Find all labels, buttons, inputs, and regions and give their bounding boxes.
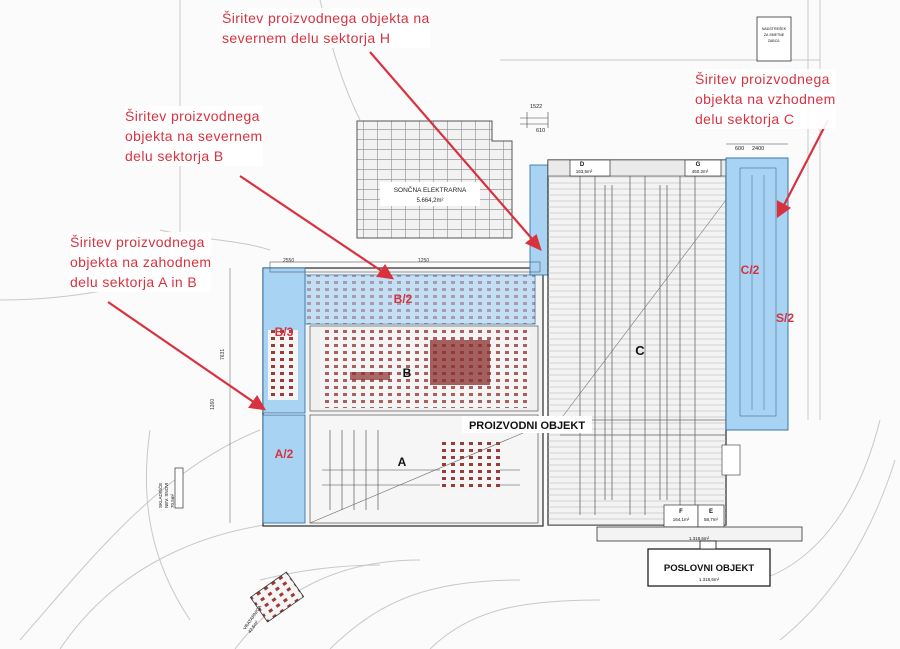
- annotation-north-b: Širitev proizvodnega objekta na severnem…: [125, 106, 263, 166]
- sector-c: C: [635, 343, 645, 358]
- sector-e: E: [709, 509, 713, 515]
- sector-g: G: [696, 162, 701, 168]
- svg-text:NEV. SNOVI: NEV. SNOVI: [164, 483, 169, 508]
- svg-text:70,5m²: 70,5m²: [170, 493, 175, 508]
- dim-7631: 7631: [220, 349, 226, 360]
- storage-label: SKLADIŠČE NEV. SNOVI 70,5m²: [157, 483, 175, 508]
- business-area-upper: 1.318,6m²: [689, 536, 710, 541]
- sector-b: B: [403, 366, 412, 380]
- e-area: 58,7m²: [704, 517, 719, 522]
- business-area: 1.318,6m²: [699, 577, 720, 582]
- dim-600: 600: [735, 146, 744, 152]
- sector-a: A: [398, 455, 407, 469]
- dim-1250: 1250: [418, 258, 429, 264]
- dim-1522: 1522: [530, 104, 542, 110]
- dim-610: 610: [536, 128, 545, 134]
- annotation-north-h: Širitev proizvodnega objekta na severnem…: [222, 8, 430, 48]
- solar-area: 5.664,2m²: [416, 198, 443, 204]
- annotation-west-ab: Širitev proizvodnega objekta na zahodnem…: [70, 232, 212, 292]
- svg-text:NADSTREŠEK: NADSTREŠEK: [762, 26, 787, 31]
- solar-plant: [356, 120, 513, 239]
- sector-b2: B/2: [394, 292, 413, 306]
- sector-d: D: [580, 162, 585, 168]
- dim-2550: 2550: [283, 258, 294, 264]
- production-building: [262, 164, 551, 527]
- solar-label: SONČNA ELEKTRARNA: [394, 185, 467, 194]
- dimension-top: [520, 112, 549, 128]
- dim-2400: 2400: [752, 146, 764, 152]
- d-area: 163,5m²: [576, 169, 593, 174]
- gatehouse: [249, 571, 305, 623]
- sector-b3: B/3: [275, 325, 294, 339]
- svg-text:ZA SMETNE: ZA SMETNE: [764, 33, 785, 37]
- hall-c: [547, 159, 727, 528]
- business-building: [596, 526, 803, 587]
- svg-text:SKLADIŠČE: SKLADIŠČE: [157, 483, 163, 508]
- svg-text:ZABOJ.: ZABOJ.: [768, 39, 781, 43]
- dim-1260: 1260: [210, 399, 216, 410]
- f-area: 164,1m²: [673, 517, 690, 522]
- sector-f: F: [679, 509, 683, 515]
- g-area: 450,2m²: [692, 169, 709, 174]
- sector-a2: A/2: [275, 447, 294, 461]
- production-label: PROIZVODNI OBJEKT: [469, 420, 585, 432]
- sector-c2: C/2: [741, 263, 760, 277]
- sector-s2: S/2: [776, 311, 794, 325]
- storage-hazard: [174, 467, 184, 509]
- business-label: POSLOVNI OBJEKT: [664, 563, 754, 574]
- annotation-arrows: [107, 51, 829, 411]
- waste-canopy: [756, 16, 792, 62]
- annotation-east-c: Širitev proizvodnega objekta na vzhodnem…: [695, 69, 836, 129]
- production-label-bg: [462, 416, 592, 433]
- waste-canopy-label: NADSTREŠEK ZA SMETNE ZABOJ.: [762, 26, 787, 43]
